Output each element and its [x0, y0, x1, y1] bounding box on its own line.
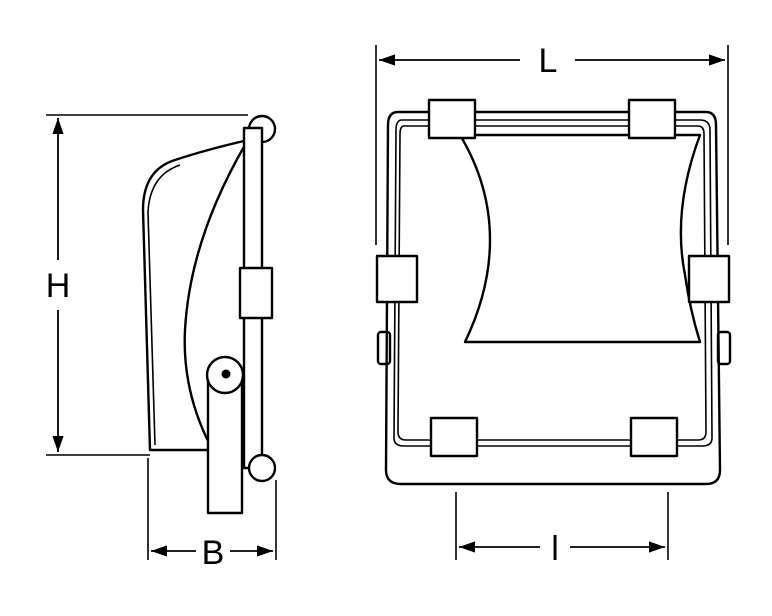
mounting-bracket [206, 373, 244, 515]
side-view: H B [46, 114, 277, 572]
bottom-knob [247, 453, 277, 483]
inner-frame-inner [397, 125, 707, 441]
clip-bottom-left [429, 416, 479, 458]
inner-frame-outer [393, 119, 713, 447]
housing-back [141, 138, 250, 452]
clip-top-left [427, 98, 477, 140]
length-label: L [539, 42, 558, 80]
front-view: L l [375, 42, 732, 568]
left-side-bracket [376, 330, 392, 366]
side-clip [238, 266, 274, 320]
depth-label: B [202, 534, 225, 572]
height-label: H [46, 267, 71, 305]
housing-outline [384, 110, 722, 486]
bracket-spacing-label: l [551, 530, 559, 568]
reflector-window [458, 133, 702, 344]
front-glass-curve [183, 143, 247, 447]
clip-mid-left [375, 254, 419, 304]
clip-bottom-right [629, 416, 679, 458]
pivot-bolt [221, 369, 231, 379]
clip-top-right [627, 98, 677, 140]
housing-inner-edge [147, 164, 181, 446]
clip-mid-right [687, 254, 731, 304]
